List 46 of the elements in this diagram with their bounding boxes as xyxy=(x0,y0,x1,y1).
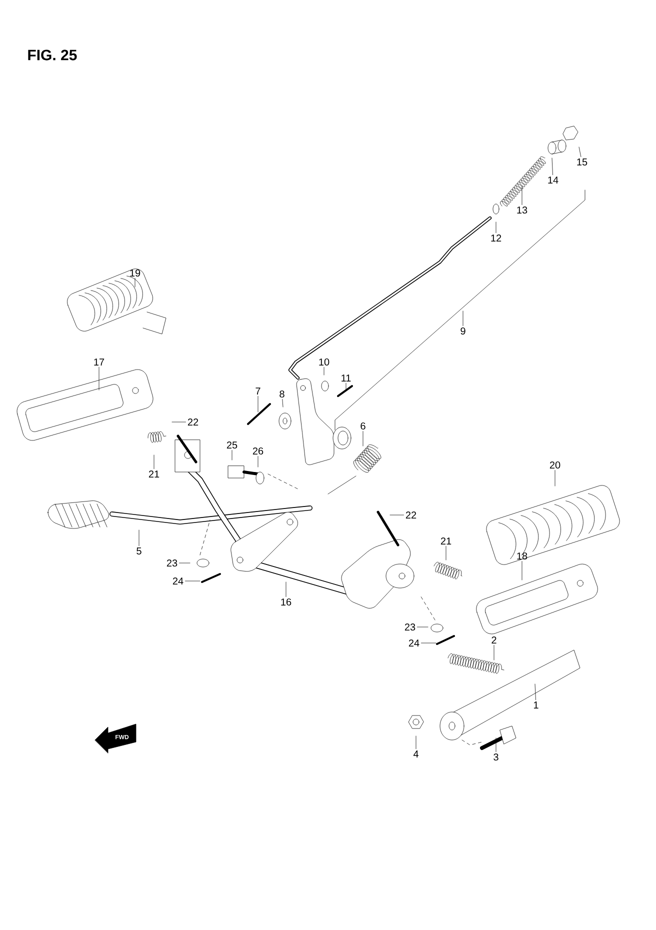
leader-line xyxy=(462,310,464,326)
callout-number: 14 xyxy=(548,176,558,184)
leader-line xyxy=(417,626,428,628)
leader-line xyxy=(98,366,100,390)
leader-line xyxy=(554,470,556,486)
callout-number: 19 xyxy=(130,269,140,277)
leader-line xyxy=(390,514,404,516)
callout-number: 8 xyxy=(280,390,284,398)
callout-number: 24 xyxy=(172,578,184,584)
callout-number: 13 xyxy=(517,206,528,214)
callout-number: 16 xyxy=(281,598,292,606)
callout-number: 20 xyxy=(550,461,560,469)
leader-line xyxy=(534,684,536,700)
callout-number: 6 xyxy=(360,422,366,430)
callout-number: 21 xyxy=(440,538,452,544)
callout-number: 12 xyxy=(491,234,502,242)
callout-number: 22 xyxy=(406,512,416,518)
callout-number: 15 xyxy=(577,158,588,166)
callout-number: 5 xyxy=(136,548,142,554)
callout-number: 4 xyxy=(413,750,418,758)
callout-number: 3 xyxy=(494,753,498,761)
callout-number: 17 xyxy=(94,358,104,366)
callout-number: 2 xyxy=(492,636,496,644)
callout-number: 7 xyxy=(256,388,260,394)
leader-line xyxy=(552,158,553,176)
callout-number: 21 xyxy=(148,470,160,478)
callout-number: 1 xyxy=(534,702,538,708)
callout-number: 18 xyxy=(517,552,528,560)
leader-line xyxy=(138,530,140,546)
figure-title: FIG. 25 xyxy=(28,50,77,60)
leader-line xyxy=(134,278,136,288)
leader-line xyxy=(362,431,364,446)
callout-number: 23 xyxy=(404,623,416,631)
callout-number: 11 xyxy=(342,374,351,382)
leader-line xyxy=(179,562,190,564)
callout-number: 23 xyxy=(166,559,178,567)
callout-number: 25 xyxy=(226,441,238,449)
leader-line xyxy=(421,642,436,644)
leader-line xyxy=(578,146,582,158)
callout-number: 22 xyxy=(188,418,198,426)
callout-number: 9 xyxy=(460,327,466,335)
callout-number: 10 xyxy=(319,358,330,366)
leader-line xyxy=(282,399,284,408)
callout-number: 26 xyxy=(252,447,264,455)
callout-number: 24 xyxy=(408,640,420,646)
leader-line xyxy=(185,580,200,582)
